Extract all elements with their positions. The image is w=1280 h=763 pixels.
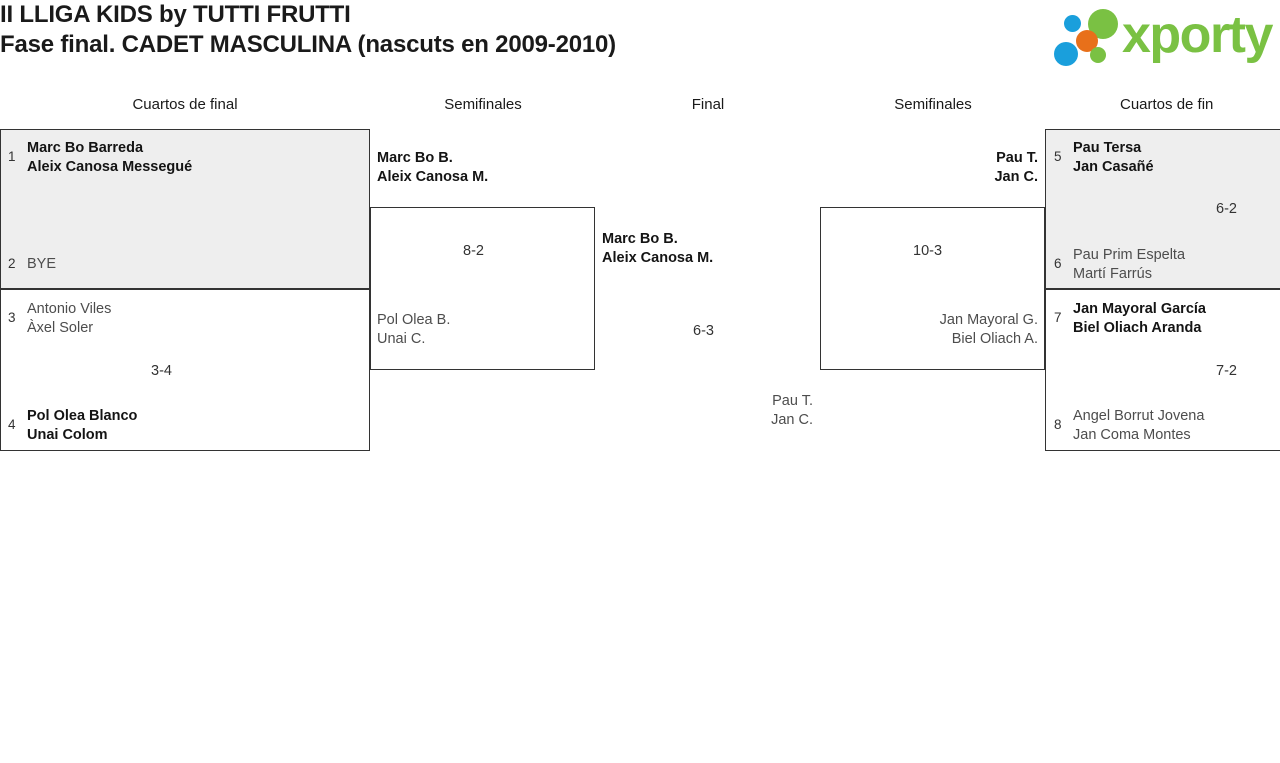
logo-dot-blue-small-icon (1064, 15, 1081, 32)
logo-dot-orange-icon (1076, 30, 1098, 52)
round-header-final: Final (691, 96, 725, 113)
competitor-line2: Aleix Canosa M. (377, 168, 489, 185)
match-box-right-semifinal[interactable]: 10-3 (820, 207, 1045, 370)
seed-number-7: 7 (1054, 310, 1062, 325)
competitor-left-qf1-top: Marc Bo Barreda Aleix Canosa Messegué (27, 139, 192, 176)
seed-number-2: 2 (8, 256, 16, 271)
score-left-semifinal: 8-2 (463, 243, 484, 259)
competitor-line2: Martí Farrús (1073, 265, 1152, 282)
competitor-line2: Unai C. (377, 330, 426, 347)
competitor-right-sf-bottom: Jan Mayoral G. Biel Oliach A. (840, 311, 1038, 348)
score-right-qf2: 7-2 (1216, 363, 1237, 379)
competitor-line1: BYE (27, 256, 57, 272)
competitor-line1: Antonio Viles (27, 301, 112, 317)
competitor-line2: Jan C. (771, 411, 813, 428)
competitor-right-qf2-top: Jan Mayoral García Biel Oliach Aranda (1073, 300, 1206, 337)
competitor-line1: Marc Bo Barreda (27, 140, 144, 156)
competitor-line2: Biel Oliach A. (951, 330, 1038, 347)
seed-number-1: 1 (8, 149, 16, 164)
xporty-logo[interactable]: xporty (1044, 5, 1274, 67)
competitor-line1: Jan Mayoral G. (939, 312, 1038, 328)
score-right-semifinal: 10-3 (913, 243, 943, 259)
competitor-final-bottom: Pau T. Jan C. (700, 392, 813, 429)
tournament-title-line1: II LLIGA KIDS by TUTTI FRUTTI (0, 1, 351, 28)
logo-wordmark: xporty (1122, 6, 1273, 64)
match-box-right-qf2[interactable]: 7 Jan Mayoral García Biel Oliach Aranda … (1045, 289, 1280, 451)
competitor-left-sf-top: Marc Bo B. Aleix Canosa M. (377, 149, 488, 186)
seed-number-3: 3 (8, 310, 16, 325)
competitor-line1: Marc Bo B. (602, 231, 678, 247)
seed-number-5: 5 (1054, 149, 1062, 164)
match-box-right-qf1[interactable]: 5 Pau Tersa Jan Casañé 6-2 6 Pau Prim Es… (1045, 129, 1280, 289)
competitor-line2: Jan C. (994, 168, 1038, 185)
competitor-line1: Pau T. (996, 150, 1038, 166)
competitor-line2: Àxel Soler (27, 319, 94, 336)
round-header-semifinals-left: Semifinales (444, 96, 522, 113)
competitor-line1: Pau Tersa (1073, 140, 1142, 156)
page-title: II LLIGA KIDS by TUTTI FRUTTI Fase final… (0, 0, 760, 60)
competitor-right-qf2-bottom: Angel Borrut Jovena Jan Coma Montes (1073, 407, 1204, 444)
match-box-left-qf2[interactable]: 3 Antonio Viles Àxel Soler 3-4 4 Pol Ole… (0, 289, 370, 451)
competitor-line1: Pau T. (772, 393, 813, 409)
competitor-line2: Jan Casañé (1073, 158, 1154, 175)
competitor-line2: Unai Colom (27, 426, 108, 443)
seed-number-6: 6 (1054, 256, 1062, 271)
seed-number-4: 4 (8, 417, 16, 432)
score-right-qf1: 6-2 (1216, 201, 1237, 217)
competitor-line1: Pol Olea Blanco (27, 408, 138, 424)
logo-dots-icon (1050, 9, 1120, 66)
competitor-left-qf1-bottom: BYE (27, 255, 56, 274)
match-box-left-semifinal[interactable]: 8-2 (370, 207, 595, 370)
round-header-quarterfinals-right: Cuartos de fin (1120, 96, 1214, 113)
tournament-title-line2: Fase final. CADET MASCULINA (nascuts en … (0, 31, 616, 58)
competitor-line2: Biel Oliach Aranda (1073, 319, 1202, 336)
score-left-qf2: 3-4 (151, 363, 172, 379)
competitor-line2: Aleix Canosa M. (602, 249, 714, 266)
logo-dot-green-small-icon (1090, 47, 1106, 63)
competitor-line1: Pau Prim Espelta (1073, 247, 1186, 263)
competitor-line2: Aleix Canosa Messegué (27, 158, 193, 175)
round-header-semifinals-right: Semifinales (894, 96, 972, 113)
competitor-right-qf1-top: Pau Tersa Jan Casañé (1073, 139, 1154, 176)
competitor-line1: Jan Mayoral García (1073, 301, 1206, 317)
seed-number-8: 8 (1054, 417, 1062, 432)
score-final: 6-3 (693, 323, 714, 339)
competitor-line1: Marc Bo B. (377, 150, 453, 166)
competitor-left-sf-bottom: Pol Olea B. Unai C. (377, 311, 450, 348)
round-header-quarterfinals-left: Cuartos de final (132, 96, 238, 113)
competitor-final-top: Marc Bo B. Aleix Canosa M. (602, 230, 713, 267)
logo-dot-blue-large-icon (1054, 42, 1078, 66)
competitor-line1: Angel Borrut Jovena (1073, 408, 1205, 424)
competitor-right-qf1-bottom: Pau Prim Espelta Martí Farrús (1073, 246, 1185, 283)
match-box-left-qf1[interactable]: 1 Marc Bo Barreda Aleix Canosa Messegué … (0, 129, 370, 289)
competitor-left-qf2-top: Antonio Viles Àxel Soler (27, 300, 111, 337)
competitor-right-sf-top: Pau T. Jan C. (860, 149, 1038, 186)
competitor-line1: Pol Olea B. (377, 312, 451, 328)
competitor-left-qf2-bottom: Pol Olea Blanco Unai Colom (27, 407, 137, 444)
competitor-line2: Jan Coma Montes (1073, 426, 1191, 443)
